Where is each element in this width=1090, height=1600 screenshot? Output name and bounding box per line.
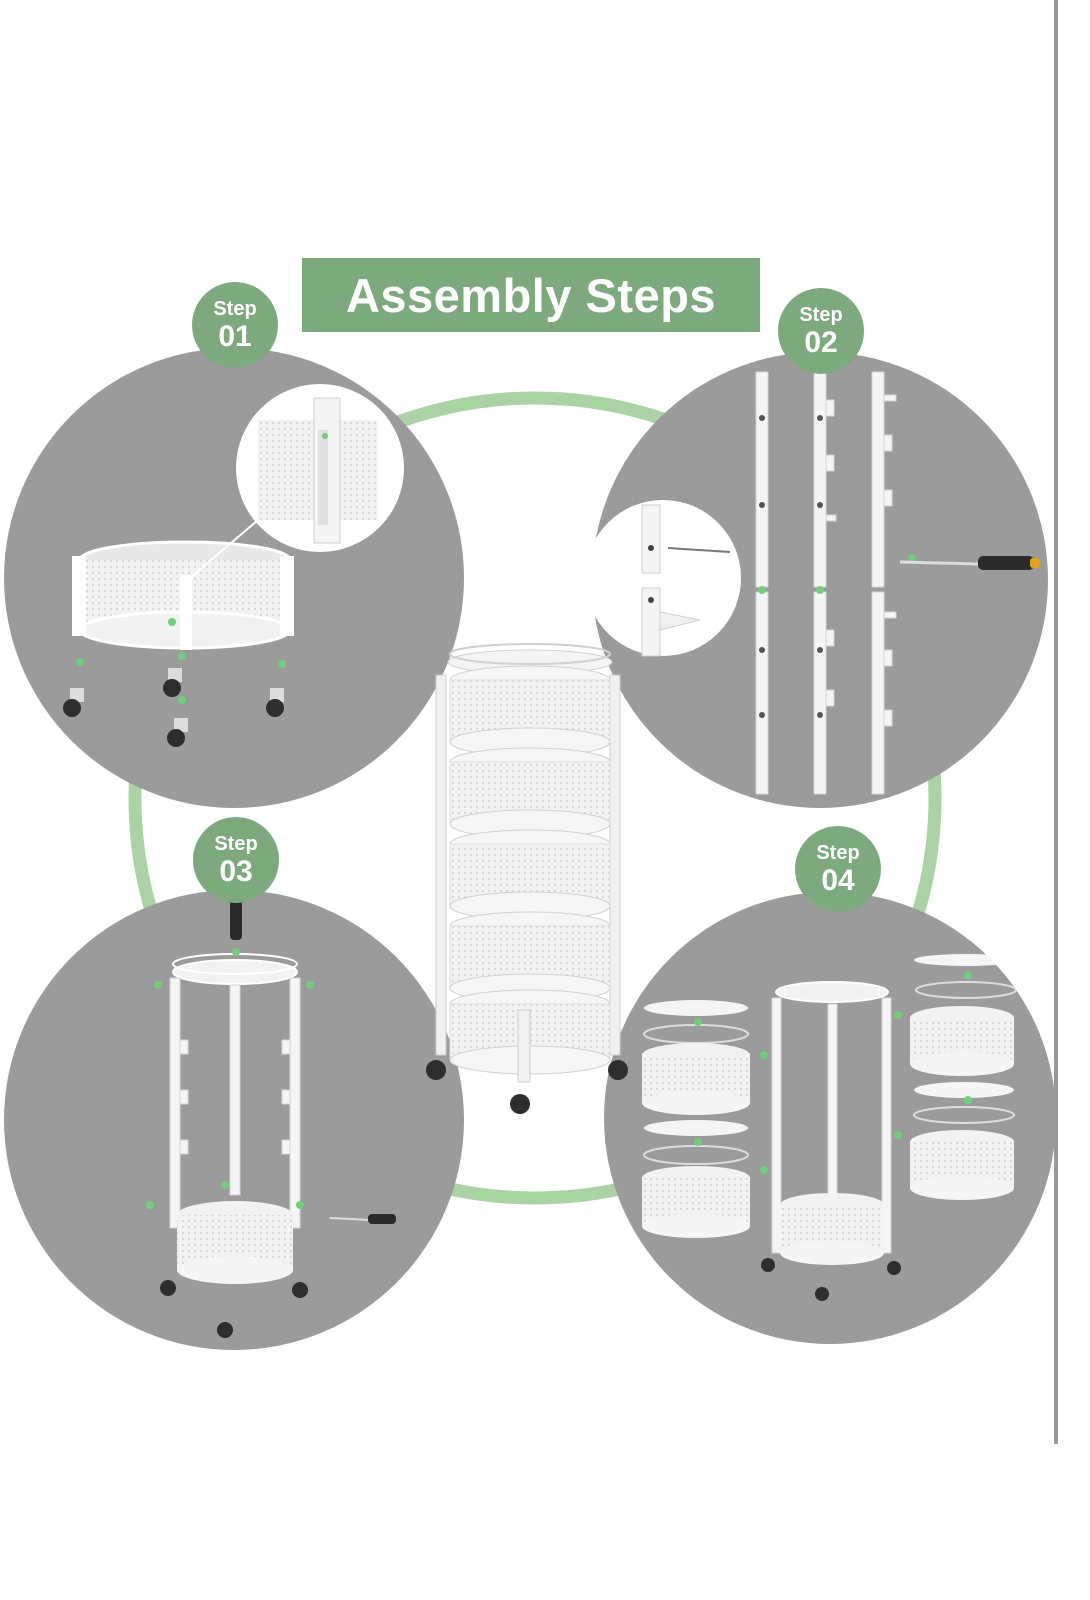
step-number: 04	[821, 863, 855, 897]
step-badge-3: Step 03	[193, 817, 279, 903]
step-badge-4: Step 04	[795, 826, 881, 912]
connector-ring	[128, 391, 942, 1205]
page-title: Assembly Steps	[345, 268, 717, 322]
step-badge-1: Step 01	[192, 282, 278, 368]
step-number: 03	[219, 854, 253, 888]
step-1-illustration	[4, 348, 464, 808]
assembled-cart	[426, 643, 628, 1114]
step-number: 01	[218, 319, 252, 353]
step-2-illustration	[585, 352, 1048, 808]
step-3-illustration	[4, 890, 464, 1350]
step-badge-2: Step 02	[778, 288, 864, 374]
step-label: Step	[214, 832, 258, 855]
step-4-illustration	[604, 892, 1056, 1344]
step-label: Step	[213, 297, 257, 320]
step-label: Step	[799, 303, 843, 326]
scrollbar-edge	[1054, 0, 1058, 1444]
step-number: 02	[804, 325, 838, 359]
title-banner: Assembly Steps	[302, 258, 760, 332]
step-label: Step	[816, 841, 860, 864]
